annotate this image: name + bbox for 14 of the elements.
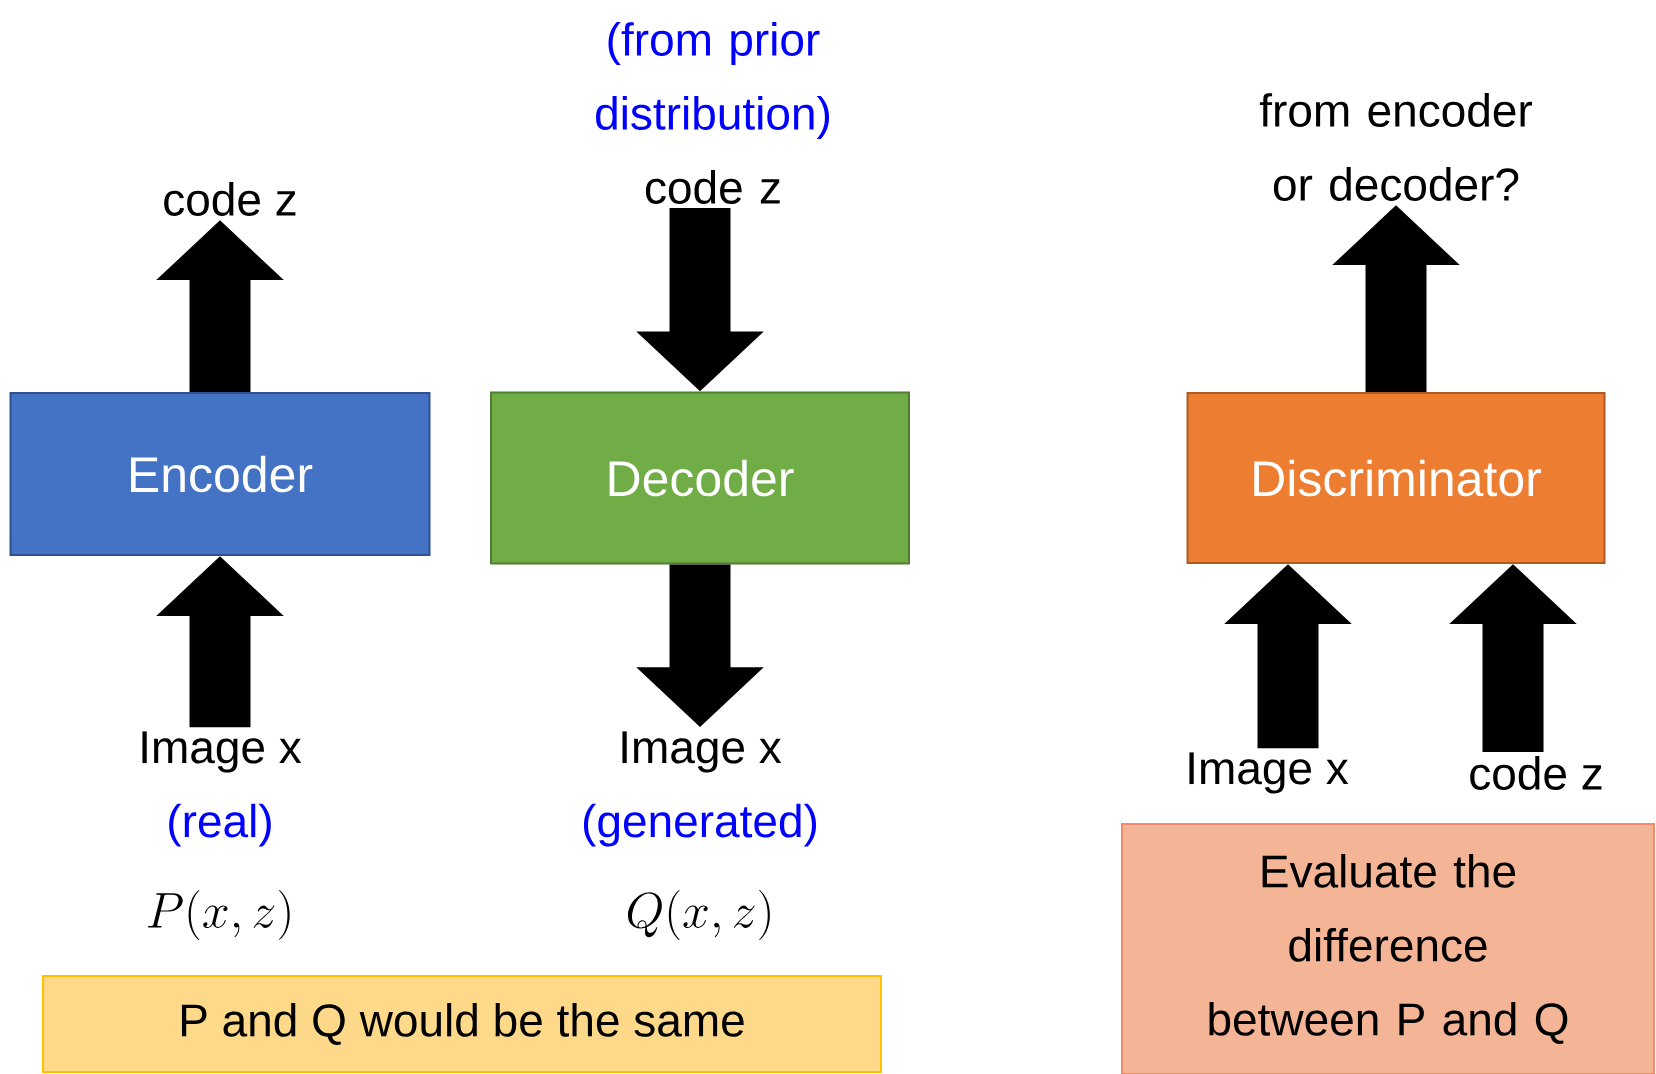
note-box: P and Q would be the same	[42, 975, 882, 1073]
code-label: (from prior distribution) code z	[596, 22, 829, 204]
code-label: code z	[164, 182, 296, 216]
probability-formula: $Q(x,z)$	[627, 890, 770, 940]
decoder-box: Decoder	[490, 391, 910, 565]
note-box: Evaluate the difference between P and Q	[1121, 823, 1655, 1074]
input-label: code z	[1470, 756, 1602, 790]
output-label: Image x (generated)	[583, 731, 816, 847]
encoder-box: Encoder	[9, 392, 431, 556]
input-label: Image x	[1189, 752, 1349, 794]
output-label: from encoder or decoder?	[1259, 93, 1532, 201]
discriminator-box: Discriminator	[1186, 392, 1606, 564]
probability-formula: $P(x,z)$	[148, 890, 290, 940]
input-label: Image x (real)	[142, 731, 302, 847]
